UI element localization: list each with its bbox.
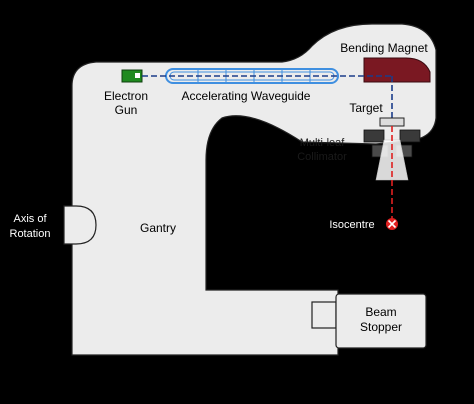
label-gantry: Gantry	[140, 221, 176, 235]
axis-of-rotation-bump	[63, 205, 97, 245]
label-beam-stopper-line2: Stopper	[360, 320, 402, 334]
label-axis-line1: Axis of	[13, 213, 47, 225]
beam-cone	[375, 139, 409, 181]
beam-stopper-box	[335, 293, 427, 349]
upper-jaw-right	[399, 129, 421, 143]
label-accelerating-waveguide: Accelerating Waveguide	[182, 89, 311, 103]
label-electron-gun-line1: Electron	[104, 89, 148, 103]
label-bending-magnet: Bending Magnet	[340, 41, 428, 55]
circle-x-icon	[386, 218, 398, 230]
label-collimator-line1: Multi-leaf	[300, 137, 346, 149]
label-collimator-line2: Collimator	[297, 151, 347, 163]
upper-jaw-left	[363, 129, 385, 143]
bending-magnet	[363, 57, 431, 83]
label-electron-gun-line2: Gun	[115, 103, 138, 117]
target	[379, 117, 405, 127]
electron-gun-window	[135, 73, 140, 78]
label-target: Target	[349, 101, 383, 115]
label-isocentre: Isocentre	[329, 219, 374, 231]
label-axis-line2: Rotation	[10, 228, 51, 240]
gantry-body	[71, 23, 437, 356]
beam-stopper-connector	[311, 301, 337, 329]
label-beam-stopper-line1: Beam	[365, 305, 396, 319]
